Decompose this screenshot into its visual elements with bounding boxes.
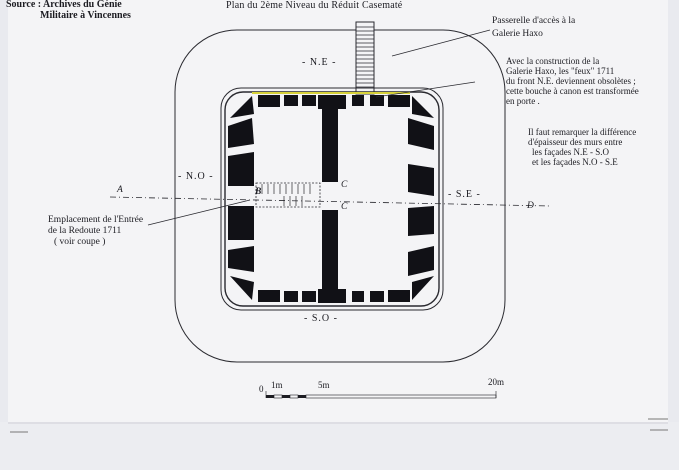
scale-label-20m: 20m — [488, 377, 505, 387]
annotation-galerie-2: Galerie Haxo, les "feux" 1711 — [506, 66, 615, 76]
annotation-remarque-1: Il faut remarquer la différence — [528, 127, 637, 137]
casemates-ne — [258, 95, 410, 109]
paper-bottom-strip — [0, 422, 679, 470]
annotation-galerie-4: cette bouche à canon est transformée — [506, 86, 639, 96]
annotation-galerie-5: en porte . — [506, 96, 540, 106]
annotation-entree-3: ( voir coupe ) — [54, 237, 106, 247]
leader-galerie — [375, 81, 476, 98]
orientation-no: - N.O - — [178, 171, 214, 182]
section-letter-b: B — [255, 187, 262, 197]
source-line-1: Source : Archives du Génie — [6, 0, 122, 10]
section-letter-c-bottom: C — [341, 202, 348, 212]
staircase — [255, 182, 321, 208]
leader-passerelle — [391, 29, 491, 57]
orientation-so: - S.O - — [304, 313, 338, 324]
scale-label-1m: 1m — [271, 380, 283, 390]
casemates-so — [258, 289, 410, 303]
plan-title: Plan du 2ème Niveau du Réduit Casematé — [226, 0, 403, 11]
casemates-no — [228, 118, 254, 272]
orientation-se: - S.E - — [448, 189, 481, 200]
section-letter-d: D — [527, 201, 534, 211]
scale-label-5m: 5m — [318, 380, 330, 390]
annotation-remarque-4: et les façades N.O - S.E — [532, 157, 618, 167]
annotation-passerelle-2: Galerie Haxo — [492, 29, 543, 39]
annotation-remarque-2: d'épaisseur des murs entre — [528, 137, 623, 147]
scale-bar — [265, 391, 497, 399]
section-letter-c-top: C — [341, 180, 348, 190]
section-letter-a: A — [117, 185, 123, 195]
outer-rampart-outline — [174, 29, 506, 363]
annotation-passerelle-1: Passerelle d'accès à la — [492, 16, 576, 26]
annotation-entree-2: de la Redoute 1711 — [48, 226, 122, 236]
scale-label-0: 0 — [259, 384, 264, 394]
central-passage — [322, 182, 338, 210]
section-line-a-d — [109, 196, 551, 207]
orientation-ne: - N.E - — [302, 57, 337, 68]
corner-bastions — [230, 96, 434, 300]
casemates-se — [408, 118, 434, 276]
annotation-remarque-3: les façades N.E - S.O — [532, 147, 609, 157]
leader-entree — [147, 199, 251, 226]
annotation-entree-1: Emplacement de l'Entrée — [48, 215, 144, 225]
annotation-galerie-3: du front N.E. deviennent obsolètes ; — [506, 76, 636, 86]
source-line-2: Militaire à Vincennes — [40, 10, 131, 21]
annotation-galerie-1: Avec la construction de la — [506, 56, 600, 66]
redoubt-outer-line — [220, 87, 444, 311]
passerelle-bridge — [355, 21, 375, 95]
